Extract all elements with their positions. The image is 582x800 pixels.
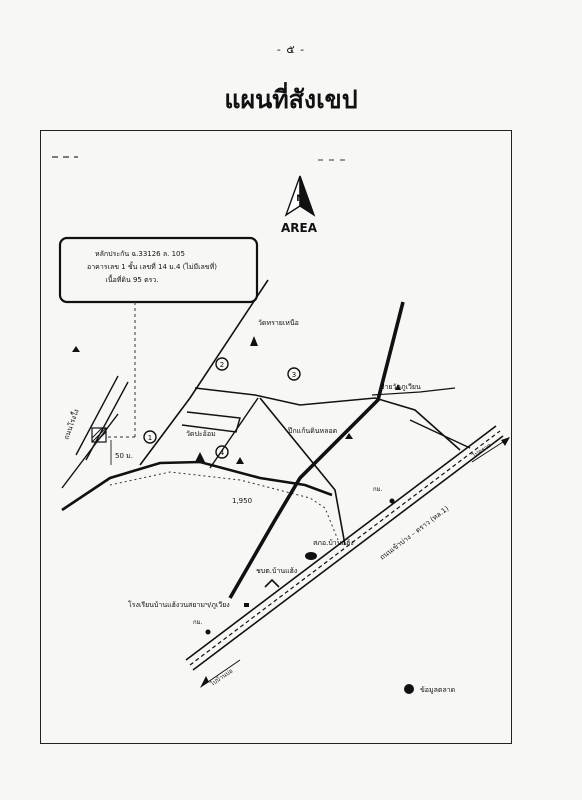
svg-text:1: 1 xyxy=(148,434,152,442)
north-letter: N xyxy=(296,194,304,204)
school-label: โรงเรียนบ้านแฮ้งวนสยามฯ/ภูเวียง xyxy=(128,600,230,609)
police-icon xyxy=(264,578,280,588)
legend: ข้อมูลตลาด xyxy=(404,684,455,694)
wat-pa-label: วัดปะอ้อม xyxy=(186,430,216,438)
info-line-3: เนื้อที่ดิน 95 ตรว. xyxy=(105,273,158,284)
road-to-north xyxy=(139,279,269,466)
road-diagonal xyxy=(209,397,259,469)
arrow-right-icon xyxy=(501,437,510,446)
police-label: ชบต.บ้านแฮ้ง xyxy=(256,567,297,575)
temple-icon xyxy=(345,433,353,439)
wat-north: วัดทรายเหนือ xyxy=(250,319,299,346)
marker-4: 4 xyxy=(215,445,229,459)
pond-label: ปึกแก้นดินหลอด xyxy=(288,426,337,435)
km-label-bottom: กม. xyxy=(193,619,203,626)
road-to-sign xyxy=(371,387,456,396)
info-line-2: อาคารเลข 1 ชั้น เลขที่ 14 ม.4 (ไม่มีเลขท… xyxy=(87,260,217,271)
highway: ถนนเข้าบ่าง – ตราว (ทล.1) xyxy=(185,425,504,671)
block-outline xyxy=(181,411,241,433)
km-point xyxy=(205,629,211,635)
map-frame xyxy=(40,130,512,744)
highway-label: ถนนเข้าบ่าง – ตราว (ทล.1) xyxy=(378,504,450,561)
marker-1: 1 xyxy=(143,430,157,444)
temple-icon xyxy=(195,452,205,462)
legend-dot-icon xyxy=(404,684,414,694)
ban-wat-phu-label: ป้ายวัดภูเวียน xyxy=(380,383,421,391)
distance-1950-label: 1,950 xyxy=(232,497,252,505)
side-road-left xyxy=(75,375,119,456)
office-icon xyxy=(305,552,317,560)
direction-south: ไปบ้านบ่อ xyxy=(200,659,241,689)
svg-text:4: 4 xyxy=(220,449,225,457)
marker-2: 2 xyxy=(215,357,229,371)
side-road-label: ถนนโรงใ้ง xyxy=(60,407,81,440)
wat-pa: วัดปะอ้อม xyxy=(186,430,216,462)
side-road-lower xyxy=(61,413,119,489)
north-arrow-right-icon xyxy=(299,175,316,217)
north-arrow: N AREA xyxy=(281,175,318,235)
info-box-frame xyxy=(58,236,259,304)
wat-north-label: วัดทรายเหนือ xyxy=(258,319,299,327)
temple-icon xyxy=(72,346,80,352)
route-dotted xyxy=(109,471,339,541)
temple-icon xyxy=(250,336,258,346)
svg-text:2: 2 xyxy=(220,361,224,369)
main-road-thick xyxy=(228,301,405,599)
marker-3: 3 xyxy=(287,367,301,381)
road-south-link xyxy=(259,397,346,546)
admin-label: สภอ.บ้านแฮ้ง xyxy=(313,539,354,547)
sign-icon xyxy=(395,384,401,390)
distance-50-label: 50 ม. xyxy=(115,452,133,460)
svg-text:3: 3 xyxy=(292,371,296,379)
to-south-label: ไปบ้านบ่อ xyxy=(208,667,235,689)
school-icon xyxy=(244,603,249,607)
area-label: AREA xyxy=(281,221,318,235)
road-east-2 xyxy=(409,419,471,449)
info-box: หลักประกัน ฉ.33126 ล. 105 อาคารเลข 1 ชั้… xyxy=(58,236,259,304)
info-line-1: หลักประกัน ฉ.33126 ล. 105 xyxy=(95,250,185,258)
km-label-top: กม. xyxy=(373,486,383,493)
arrow-left-icon xyxy=(200,676,209,688)
local-road-main xyxy=(61,460,333,512)
road-east xyxy=(194,387,461,451)
page-title: แผนที่สังเขป xyxy=(224,85,358,114)
km-point xyxy=(389,498,395,504)
page-number: - ๕ - xyxy=(276,43,306,56)
temple-icon xyxy=(236,457,244,464)
legend-label: ข้อมูลตลาด xyxy=(420,686,455,694)
